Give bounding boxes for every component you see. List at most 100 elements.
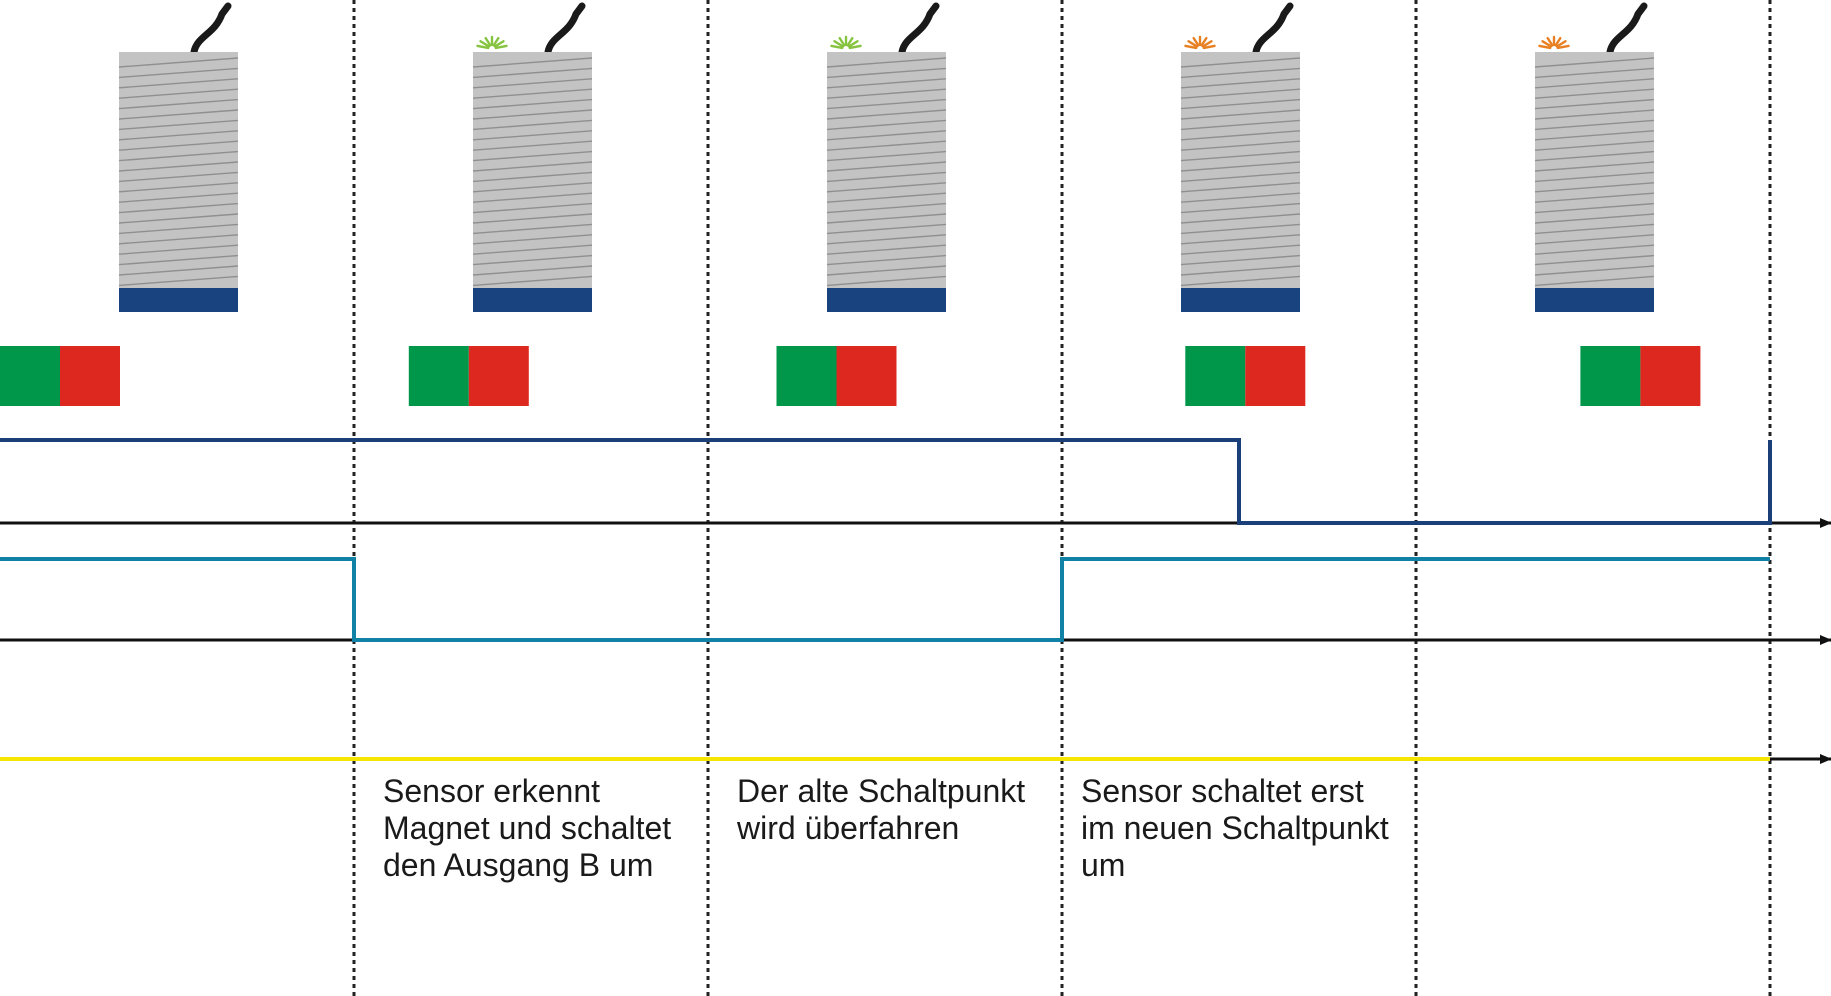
sensor-thread (1181, 57, 1300, 287)
led-ray (848, 44, 862, 50)
thread-line (827, 150, 946, 162)
thread-line (119, 171, 238, 183)
led-ray (1554, 36, 1562, 47)
magnet-2 (408, 346, 529, 406)
thread-line (827, 140, 946, 151)
thread-line (1535, 98, 1654, 110)
sensor-thread (473, 57, 592, 287)
thread-line (119, 88, 238, 99)
thread-line (1181, 202, 1300, 214)
sensor-cable (544, 2, 586, 56)
thread-line (827, 78, 946, 89)
thread-line (1535, 192, 1654, 203)
magnets (0, 346, 1701, 406)
thread-line (1535, 130, 1654, 141)
thread-line (119, 275, 238, 287)
led-ray (1200, 36, 1208, 47)
thread-line (119, 202, 238, 214)
thread-line (473, 150, 592, 162)
thread-line (827, 192, 946, 203)
signal-trace-b (0, 557, 1770, 642)
thread-line (1535, 67, 1654, 79)
thread-line (1181, 244, 1300, 255)
thread-line (1535, 57, 1654, 68)
thread-line (1181, 275, 1300, 287)
thread-line (1535, 78, 1654, 89)
thread-line (1535, 109, 1654, 120)
sensor-2 (473, 2, 592, 312)
thread-line (473, 202, 592, 214)
thread-line (1181, 192, 1300, 203)
sensor-face (1181, 288, 1300, 312)
sensor-3 (827, 2, 946, 312)
thread-line (119, 244, 238, 255)
thread-line (1181, 78, 1300, 89)
caption-switches-at-new-point: Sensor schaltet erst im neuen Schaltpunk… (1081, 773, 1389, 883)
sensors (119, 2, 1654, 312)
thread-line (473, 223, 592, 235)
led-ray (847, 40, 859, 48)
thread-line (119, 234, 238, 245)
sensor-thread (1535, 57, 1654, 287)
sensor-1 (119, 2, 238, 312)
thread-line (119, 67, 238, 79)
thread-line (1181, 161, 1300, 172)
thread-line (827, 265, 946, 276)
thread-line (473, 140, 592, 151)
sensor-face (827, 288, 946, 312)
led-ray (1541, 40, 1553, 48)
led-ray (1538, 44, 1552, 50)
magnet-4 (1185, 346, 1306, 406)
thread-line (473, 244, 592, 255)
thread-line (1181, 182, 1300, 193)
thread-line (119, 57, 238, 68)
magnet-north-pole (0, 346, 60, 406)
thread-line (119, 192, 238, 203)
thread-line (1535, 171, 1654, 183)
thread-line (1535, 275, 1654, 287)
thread-line (1535, 140, 1654, 151)
caption-sensor-detects-magnet: Sensor erkennt Magnet und schaltet den A… (383, 773, 672, 883)
thread-line (119, 213, 238, 224)
thread-line (473, 182, 592, 193)
led-green-icon (830, 35, 862, 50)
thread-line (1535, 161, 1654, 172)
thread-line (827, 275, 946, 287)
signal-traces (0, 438, 1772, 761)
thread-line (1535, 88, 1654, 99)
thread-line (473, 119, 592, 131)
led-ray (846, 36, 854, 47)
thread-line (473, 213, 592, 224)
led-ray (476, 44, 490, 50)
thread-line (1535, 213, 1654, 224)
magnet-south-pole (1245, 346, 1306, 406)
thread-line (1181, 88, 1300, 99)
thread-line (473, 67, 592, 79)
thread-line (1181, 130, 1300, 141)
sensor-thread (827, 57, 946, 287)
thread-line (1535, 182, 1654, 193)
magnet-3 (776, 346, 897, 406)
magnet-5 (1580, 346, 1701, 406)
led-ray (1187, 40, 1199, 48)
led-orange-icon (1538, 35, 1570, 50)
led-ray (1202, 44, 1216, 50)
thread-line (827, 130, 946, 141)
thread-line (119, 119, 238, 131)
magnet-south-pole (468, 346, 529, 406)
thread-line (827, 244, 946, 255)
thread-line (119, 265, 238, 276)
thread-line (827, 109, 946, 120)
led-ray (1546, 36, 1554, 47)
thread-line (827, 182, 946, 193)
thread-line (119, 130, 238, 141)
sensor-face (473, 288, 592, 312)
thread-line (1535, 119, 1654, 131)
thread-line (1181, 265, 1300, 276)
thread-line (1181, 140, 1300, 151)
thread-line (1181, 150, 1300, 162)
thread-line (827, 161, 946, 172)
thread-line (119, 150, 238, 162)
thread-line (827, 119, 946, 131)
